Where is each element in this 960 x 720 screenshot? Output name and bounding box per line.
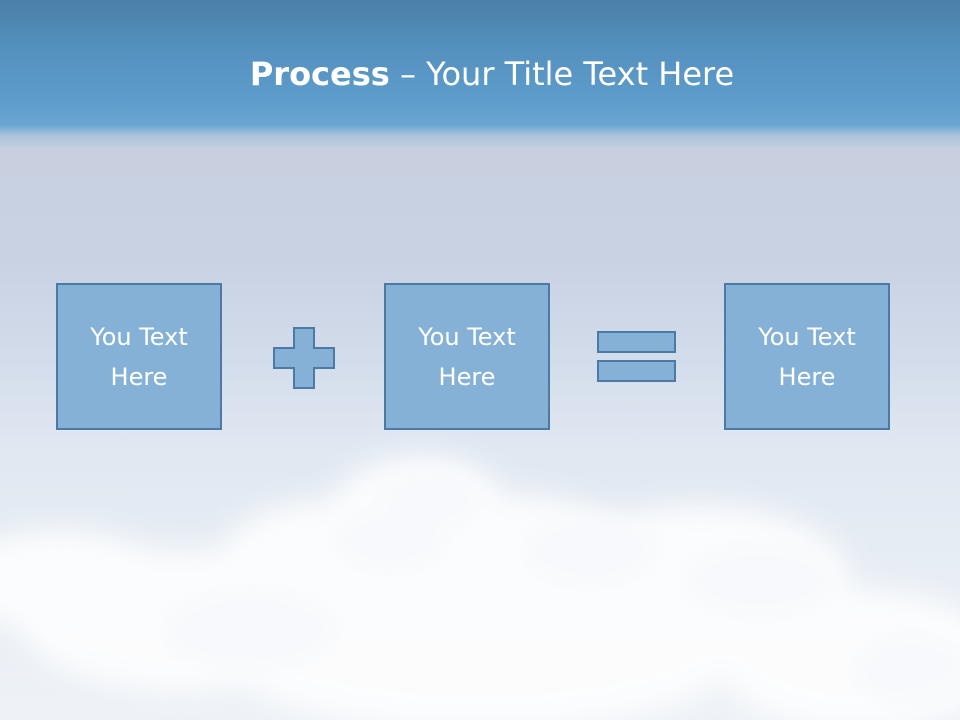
slide-title-rest: – Your Title Text Here bbox=[389, 55, 735, 93]
plus-icon bbox=[273, 327, 335, 389]
process-box-1-line1: You Text bbox=[90, 322, 188, 351]
title-band bbox=[0, 0, 960, 150]
process-box-3-line2: Here bbox=[778, 362, 836, 391]
slide-title: Process – Your Title Text Here bbox=[0, 52, 960, 96]
process-box-2[interactable]: You Text Here bbox=[384, 283, 550, 430]
process-box-3[interactable]: You Text Here bbox=[724, 283, 890, 430]
process-box-2-line1: You Text bbox=[418, 322, 516, 351]
cloud-background bbox=[0, 455, 960, 720]
equals-icon bbox=[597, 331, 676, 382]
process-box-3-line1: You Text bbox=[758, 322, 856, 351]
process-box-1[interactable]: You Text Here bbox=[56, 283, 222, 430]
slide-title-bold: Process bbox=[249, 55, 390, 93]
process-box-2-line2: Here bbox=[438, 362, 496, 391]
process-box-1-line2: Here bbox=[110, 362, 168, 391]
